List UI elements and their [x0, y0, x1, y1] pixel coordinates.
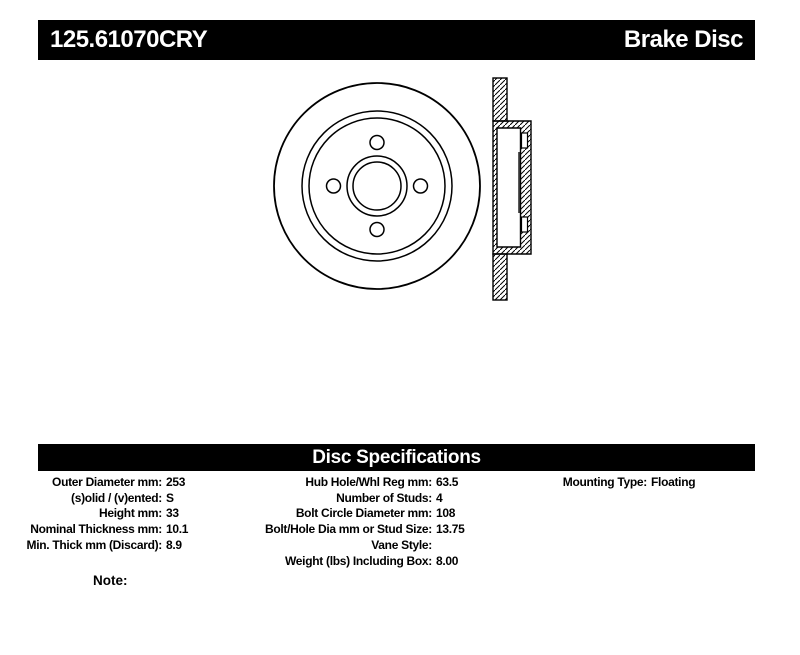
brake-disc-front-view — [273, 82, 481, 290]
header-bar: 125.61070CRY Brake Disc — [38, 20, 755, 60]
brake-disc-cross-section — [492, 77, 532, 301]
spec-row-min-thickness: Min. Thick mm (Discard): 8.9 — [15, 538, 188, 554]
spec-label: Height mm: — [98, 506, 162, 521]
spec-value: 8.9 — [166, 537, 182, 552]
brake-disc-drawing — [273, 77, 532, 301]
cross-section-disc-bottom — [492, 253, 508, 301]
spec-row-bolt-hole-dia: Bolt/Hole Dia mm or Stud Size: 13.75 — [250, 522, 465, 538]
spec-value: 33 — [166, 506, 179, 521]
spec-value: 4 — [436, 490, 443, 505]
spec-label: Bolt/Hole Dia mm or Stud Size: — [264, 522, 432, 537]
spec-section-title: Disc Specifications — [312, 446, 481, 468]
spec-label: (s)olid / (v)ented: — [71, 490, 162, 505]
spec-value: 13.75 — [436, 522, 465, 537]
part-number: 125.61070CRY — [50, 26, 208, 53]
spec-row-height: Height mm: 33 — [15, 506, 188, 522]
cross-section-stud-slot-bottom — [520, 216, 529, 233]
spec-value: 108 — [436, 506, 456, 521]
spec-row-nominal-thickness: Nominal Thickness mm: 10.1 — [15, 522, 188, 538]
spec-label: Outer Diameter mm: — [52, 475, 162, 489]
spec-row-bolt-circle-diameter: Bolt Circle Diameter mm: 108 — [250, 506, 465, 522]
spec-label: Bolt Circle Diameter mm: — [295, 506, 432, 521]
stud-hole-right — [412, 178, 429, 194]
spec-column-left: Outer Diameter mm: 253 (s)olid / (v)ente… — [15, 475, 189, 554]
spec-row-mounting-type: Mounting Type: Floating — [545, 475, 696, 491]
spec-label: Min. Thick mm (Discard): — [26, 537, 163, 552]
product-type: Brake Disc — [623, 26, 744, 53]
spec-column-right: Mounting Type: Floating — [545, 475, 696, 491]
spec-label: Mounting Type: — [562, 475, 648, 489]
spec-row-hub-hole: Hub Hole/Whl Reg mm: 63.5 — [250, 475, 465, 491]
spec-value: Floating — [651, 475, 696, 489]
disc-outer-circle — [273, 82, 481, 290]
note-label: Note: — [93, 573, 128, 588]
spec-column-middle: Hub Hole/Whl Reg mm: 63.5 Number of Stud… — [250, 475, 465, 569]
spec-label: Weight (lbs) Including Box: — [285, 553, 432, 568]
disc-ring-inner-circle — [308, 117, 446, 255]
cross-section-disc-top — [492, 77, 508, 122]
spec-row-weight: Weight (lbs) Including Box: 8.00 — [250, 554, 465, 570]
disc-ring-outer-circle — [301, 110, 453, 262]
spec-value: S — [166, 490, 174, 505]
stud-hole-bottom — [369, 221, 385, 238]
hub-hole-inner-circle — [352, 161, 402, 211]
spec-row-solid-vented: (s)olid / (v)ented: S — [15, 491, 188, 507]
spec-label: Vane Style: — [371, 537, 432, 552]
stud-hole-left — [325, 178, 342, 194]
spec-value: 10.1 — [166, 522, 189, 537]
spec-row-number-of-studs: Number of Studs: 4 — [250, 491, 465, 507]
spec-section-header: Disc Specifications — [38, 444, 755, 471]
spec-label: Hub Hole/Whl Reg mm: — [305, 475, 432, 489]
spec-value: 63.5 — [436, 475, 459, 489]
spec-row-outer-diameter: Outer Diameter mm: 253 — [15, 475, 188, 491]
spec-label: Number of Studs: — [336, 490, 432, 505]
spec-row-vane-style: Vane Style: — [250, 538, 465, 554]
stud-hole-top — [369, 134, 385, 151]
hub-hole-outer-circle — [346, 155, 408, 217]
spec-value: 8.00 — [436, 553, 459, 568]
cross-section-stud-slot-top — [520, 132, 529, 149]
spec-value: 253 — [166, 475, 186, 489]
spec-label: Nominal Thickness mm: — [30, 522, 162, 537]
